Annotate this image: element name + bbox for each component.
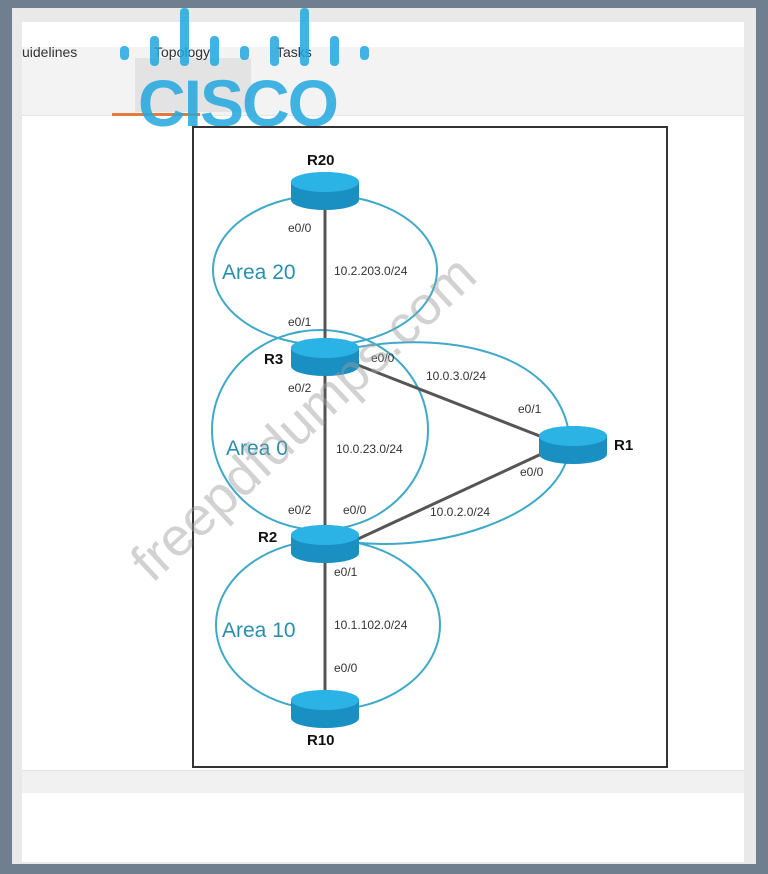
tab-guidelines[interactable]: uidelines: [22, 44, 78, 60]
router-label-r1: R1: [614, 437, 633, 454]
router-label-r10: R10: [307, 732, 335, 749]
subnet-label: 10.0.23.0/24: [336, 442, 403, 456]
active-tab-indicator: [112, 113, 200, 116]
router-icon: [291, 525, 359, 563]
interface-label: e0/1: [518, 402, 542, 416]
interface-label: e0/0: [520, 465, 544, 479]
router-label-r3: R3: [264, 351, 283, 368]
interface-label: e0/2: [288, 381, 312, 395]
cisco-logo: CISCO: [138, 66, 339, 140]
bottom-bar: [22, 770, 744, 793]
link-r2-r1: [344, 448, 551, 547]
subnet-label: 10.0.3.0/24: [426, 369, 486, 383]
interface-label: e0/0: [334, 661, 358, 675]
interface-label: e0/0: [343, 503, 367, 517]
cisco-logo-bars: [120, 8, 369, 66]
area-label-20: Area 20: [222, 261, 296, 284]
area-label-10: Area 10: [222, 619, 296, 642]
router-label-r20: R20: [307, 152, 335, 169]
tab-topology-highlight: [135, 58, 251, 112]
interface-label: e0/1: [288, 315, 312, 329]
router-icon: [539, 426, 607, 464]
router-icon: [291, 172, 359, 210]
area-label-0: Area 0: [226, 437, 288, 460]
router-icon: [291, 690, 359, 728]
interface-label: e0/2: [288, 503, 312, 517]
subnet-label: 10.1.102.0/24: [334, 618, 408, 632]
subnet-label: 10.0.2.0/24: [430, 505, 490, 519]
router-label-r2: R2: [258, 529, 277, 546]
interface-label: e0/0: [288, 221, 312, 235]
link-r3-r1: [344, 358, 551, 442]
subnet-label: 10.2.203.0/24: [334, 264, 408, 278]
interface-label: e0/1: [334, 565, 358, 579]
router-icon: [291, 338, 359, 376]
interface-label: e0/0: [371, 351, 395, 365]
